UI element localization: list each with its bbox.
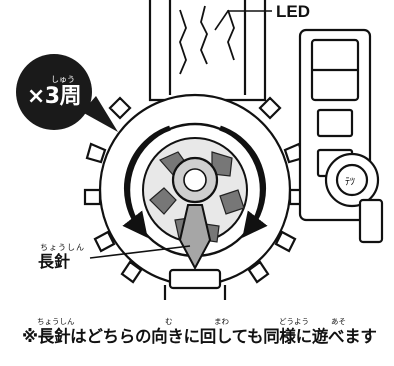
long-hand bbox=[178, 204, 212, 271]
ruby-aso: あそ bbox=[331, 317, 346, 326]
badge-pointer bbox=[82, 96, 118, 132]
caption-text: ※長針はどちらの向きに回しても同様に遊べます bbox=[22, 327, 377, 346]
long-hand-ruby: ちょうしん bbox=[40, 243, 85, 252]
long-hand-text: 長針 bbox=[38, 252, 71, 271]
hand-pointer-line bbox=[89, 245, 191, 259]
ruby-mawa: まわ bbox=[214, 317, 229, 326]
led-label: LED bbox=[276, 2, 310, 21]
ruby-mu: む bbox=[165, 317, 173, 326]
badge-ruby: しゅう bbox=[51, 74, 75, 84]
rotation-arrow-right bbox=[219, 125, 268, 238]
rotation-count-badge: しゅう ×3周 bbox=[16, 54, 92, 130]
badge-text: ×3周 bbox=[26, 83, 82, 109]
rotation-arrow-left bbox=[122, 125, 171, 238]
long-hand-label: ちょうしん 長針 bbox=[38, 243, 85, 271]
device-illustration: ﾃﾂ bbox=[82, 0, 384, 300]
ruby-chou-shin: ちょうしん bbox=[37, 317, 75, 326]
caption: ちょうしん む まわ どうよう あそ ※長針はどちらの向きに回しても同様に遊べま… bbox=[22, 316, 382, 348]
band-bottom bbox=[163, 268, 227, 300]
caption-ruby-row: ちょうしん む まわ どうよう あそ bbox=[22, 316, 382, 326]
svg-text:ﾃﾂ: ﾃﾂ bbox=[345, 177, 355, 188]
ruby-dou-you: どうよう bbox=[279, 317, 309, 326]
side-crown: ﾃﾂ bbox=[298, 28, 384, 244]
band-top bbox=[148, 0, 267, 102]
